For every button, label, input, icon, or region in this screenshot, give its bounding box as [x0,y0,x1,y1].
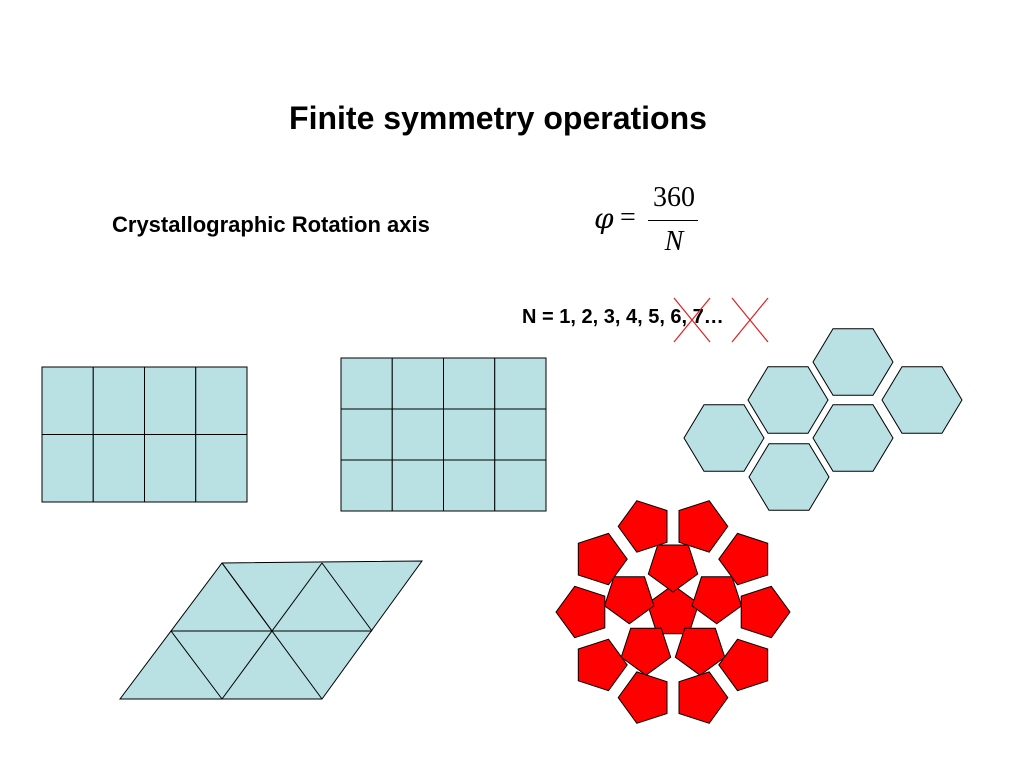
lattice-cell [340,357,393,410]
hexagonal-lattice [683,328,963,511]
hexagon-cell [748,443,830,511]
lattice-cell [494,459,547,512]
lattice-cell [443,357,496,410]
triangle-edge [170,630,223,700]
rotation-axis-label: Crystallographic Rotation axis [112,212,430,237]
pentagon-cell [740,585,791,639]
triangle-edge [321,562,373,632]
pentagon-cell [678,671,729,724]
hexagon-cell [812,404,894,472]
rotation-angle-formula: φ = 360 N [590,180,710,260]
hexagon-cell [683,404,765,472]
pentagon-cell [577,532,628,586]
allowed-n-values: N = 1, 2, 3, 4, 5, 6, 7… [522,306,724,329]
cross-line [673,297,711,343]
lattice-cell [41,434,94,503]
cross-out-5 [673,297,711,343]
pentagon-cell [718,638,769,692]
lattice-cell [340,459,393,512]
pentagon-cell [718,532,769,586]
n-values-suffix: … [703,306,724,328]
lattice-cell [391,357,444,410]
pentagon-cell [674,627,726,676]
lattice-cell [92,434,145,503]
lattice-cell [144,434,197,503]
n-value-5-crossed: 5 [648,306,660,328]
rectangular-lattice-2x4 [41,366,248,503]
n-values-prefix: N = 1, 2, 3, 4, [522,306,649,328]
pentagon-cell [617,671,668,724]
lattice-cell [443,408,496,461]
lattice-cell [391,459,444,512]
pentagon-cell [577,638,628,692]
lattice-cell [92,366,145,435]
formula-denominator: N [664,226,684,257]
hexagon-cell [881,366,963,434]
cross-line [731,297,769,343]
lattice-cell [195,434,248,503]
pentagon-cell [647,544,699,593]
n-values-middle: , 6, [659,306,693,328]
cross-out-7 [731,297,769,343]
hexagon-cell [812,328,894,396]
pentagon-cell [678,500,729,553]
pentagon-cell [620,627,672,676]
formula-fraction-bar [648,220,698,221]
slide-title: Finite symmetry operations [289,100,707,136]
lattice-cell [494,408,547,461]
n-value-7-crossed: 7 [692,306,704,328]
lattice-cell [391,408,444,461]
lattice-cell [144,366,197,435]
formula-equals: = [620,202,636,233]
triangle-edge [221,562,273,632]
lattice-cell [340,408,393,461]
hexagon-cell [747,366,829,434]
pentagon-cell [617,500,668,553]
lattice-cell [195,366,248,435]
formula-phi: φ [594,202,614,235]
pentagon-arrangement [555,500,791,724]
lattice-cell [494,357,547,410]
lattice-cell [443,459,496,512]
square-lattice-3x4 [340,357,547,512]
pentagon-cell [555,585,606,639]
lattice-cell [41,366,94,435]
pentagon-cell [691,576,743,625]
formula-numerator: 360 [653,182,695,213]
triangular-lattice [119,560,423,700]
pentagon-cell [603,576,655,625]
